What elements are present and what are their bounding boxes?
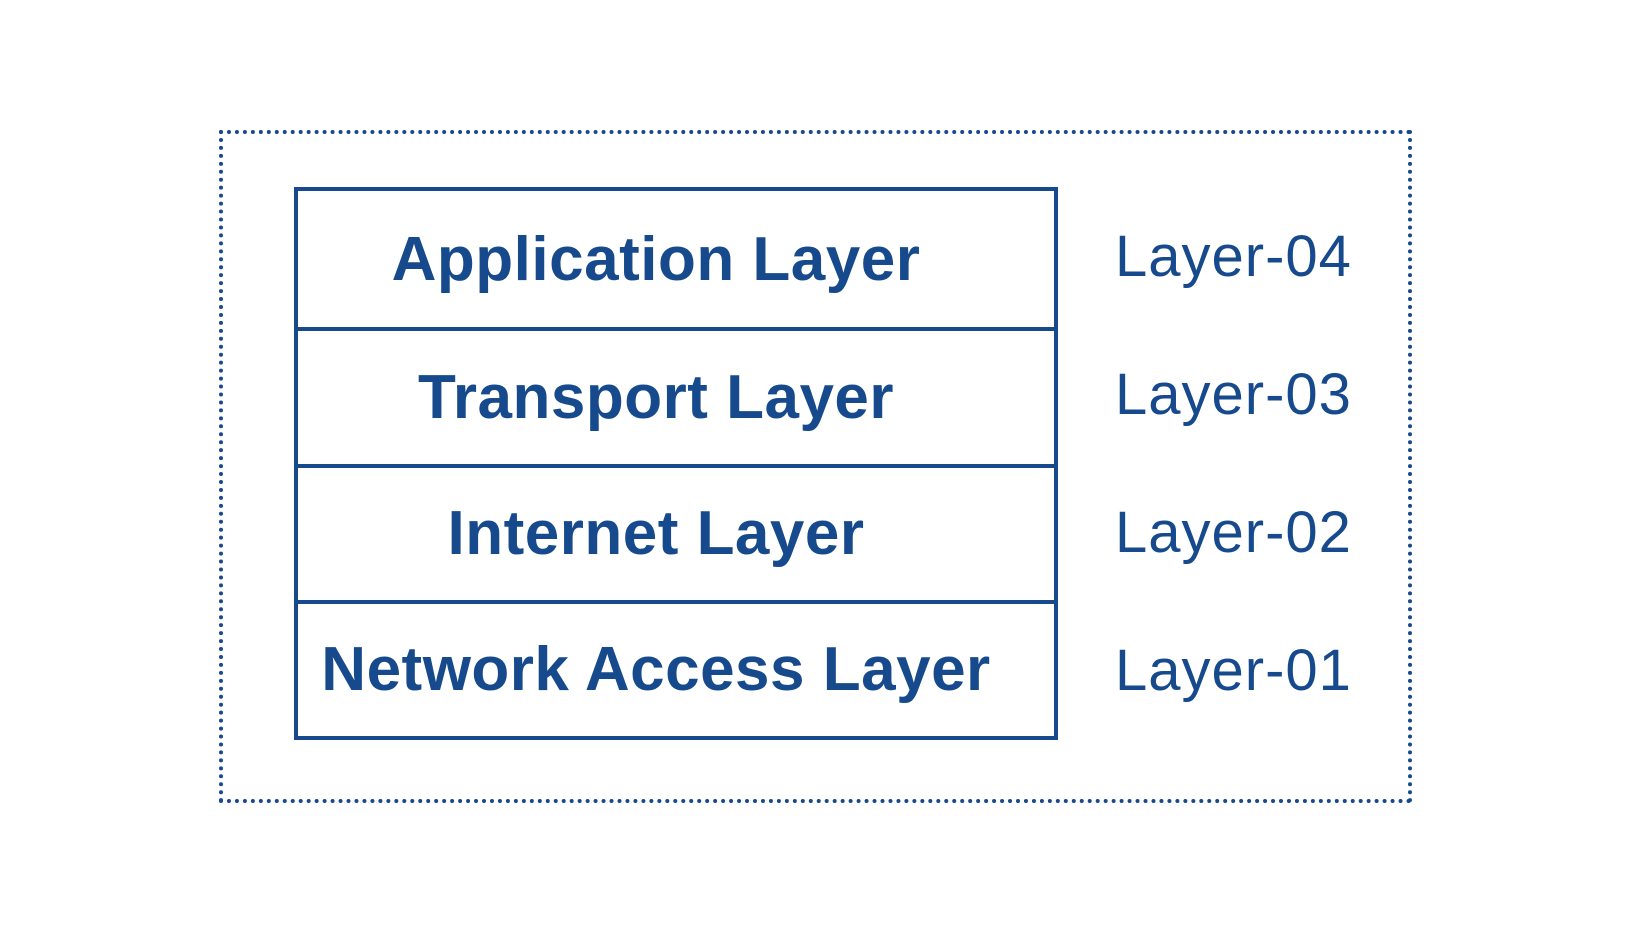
layer-name-internet: Internet Layer — [447, 499, 865, 569]
layer-box-internet: Internet Layer — [298, 463, 1054, 600]
layer-tag-03: Layer-03 — [1115, 361, 1352, 427]
layer-box-application: Application Layer — [298, 191, 1054, 327]
layer-name-network-access: Network Access Layer — [321, 635, 991, 705]
layer-name-transport: Transport Layer — [417, 362, 895, 432]
layer-box-network-access: Network Access Layer — [298, 599, 1054, 736]
layer-stack: Application Layer Transport Layer Intern… — [294, 187, 1058, 740]
layer-tag-column: Layer-04 Layer-03 Layer-02 Layer-01 — [1115, 187, 1415, 740]
layer-tag-04: Layer-04 — [1115, 223, 1352, 289]
layer-box-transport: Transport Layer — [298, 327, 1054, 463]
layer-name-application: Application Layer — [391, 224, 921, 294]
dotted-border-frame — [219, 130, 1412, 803]
tag-row-1: Layer-01 — [1115, 602, 1415, 740]
tag-row-3: Layer-03 — [1115, 325, 1415, 463]
layer-tag-01: Layer-01 — [1115, 638, 1352, 704]
tag-row-4: Layer-04 — [1115, 187, 1415, 325]
layer-tag-02: Layer-02 — [1115, 500, 1352, 566]
tag-row-2: Layer-02 — [1115, 464, 1415, 602]
